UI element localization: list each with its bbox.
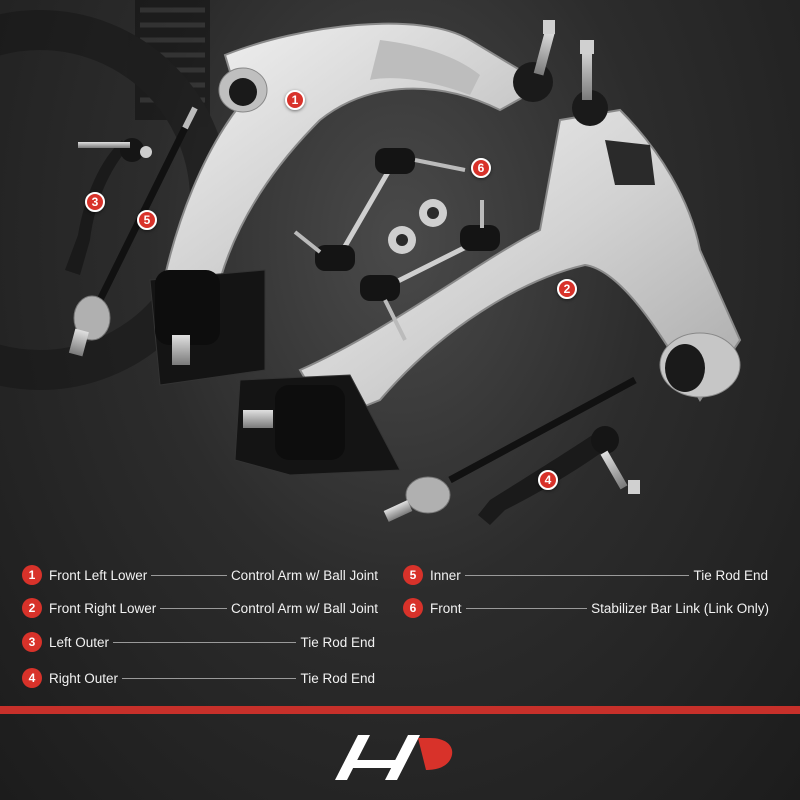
legend-item: 4 Right Outer Tie Rod End — [22, 666, 375, 690]
leader-line — [151, 574, 227, 576]
callout-marker-4: 4 — [538, 470, 558, 490]
left-outer-tie-rod-end — [65, 138, 152, 275]
callout-marker-6: 6 — [471, 158, 491, 178]
legend-number: 2 — [22, 598, 42, 618]
legend-part: Front — [430, 600, 462, 616]
callout-marker-2: 2 — [557, 279, 577, 299]
right-inner-tie-rod — [383, 376, 637, 522]
stabilizer-bar-links — [293, 148, 500, 341]
right-outer-tie-rod-end — [478, 426, 640, 525]
callout-marker-1: 1 — [285, 90, 305, 110]
legend-item: 2 Front Right Lower Control Arm w/ Ball … — [22, 596, 378, 620]
leader-line — [160, 607, 227, 609]
leader-line — [465, 607, 588, 609]
legend-part: Front Right Lower — [49, 600, 157, 616]
legend-number: 1 — [22, 565, 42, 585]
legend-part: Right Outer — [49, 670, 119, 686]
legend-part: Inner — [430, 567, 461, 583]
leader-line — [122, 677, 297, 679]
legend-number: 5 — [403, 565, 423, 585]
legend-description: Tie Rod End — [693, 567, 768, 583]
legend-number: 3 — [22, 632, 42, 652]
left-control-arm — [149, 20, 556, 386]
legend-description: Tie Rod End — [300, 670, 375, 686]
legend-description: Tie Rod End — [300, 634, 375, 650]
brand-stripe — [0, 706, 800, 714]
legend-part: Left Outer — [49, 634, 110, 650]
callout-marker-3: 3 — [85, 192, 105, 212]
leader-line — [464, 574, 690, 576]
legend-item: 3 Left Outer Tie Rod End — [22, 630, 375, 654]
legend-number: 4 — [22, 668, 42, 688]
parts-legend: 1 Front Left Lower Control Arm w/ Ball J… — [0, 555, 800, 705]
legend-description: Control Arm w/ Ball Joint — [230, 600, 378, 616]
legend-item: 6 Front Stabilizer Bar Link (Link Only) — [403, 596, 769, 620]
product-photo: 1 2 3 4 5 6 — [0, 0, 742, 525]
legend-part: Front Left Lower — [49, 567, 148, 583]
legend-description: Control Arm w/ Ball Joint — [230, 567, 378, 583]
legend-number: 6 — [403, 598, 423, 618]
right-control-arm — [234, 40, 742, 476]
a-premium-logo — [330, 730, 460, 785]
legend-item: 1 Front Left Lower Control Arm w/ Ball J… — [22, 563, 378, 587]
callout-marker-5: 5 — [137, 210, 157, 230]
legend-description: Stabilizer Bar Link (Link Only) — [591, 600, 769, 616]
legend-item: 5 Inner Tie Rod End — [403, 563, 768, 587]
leader-line — [113, 641, 297, 643]
